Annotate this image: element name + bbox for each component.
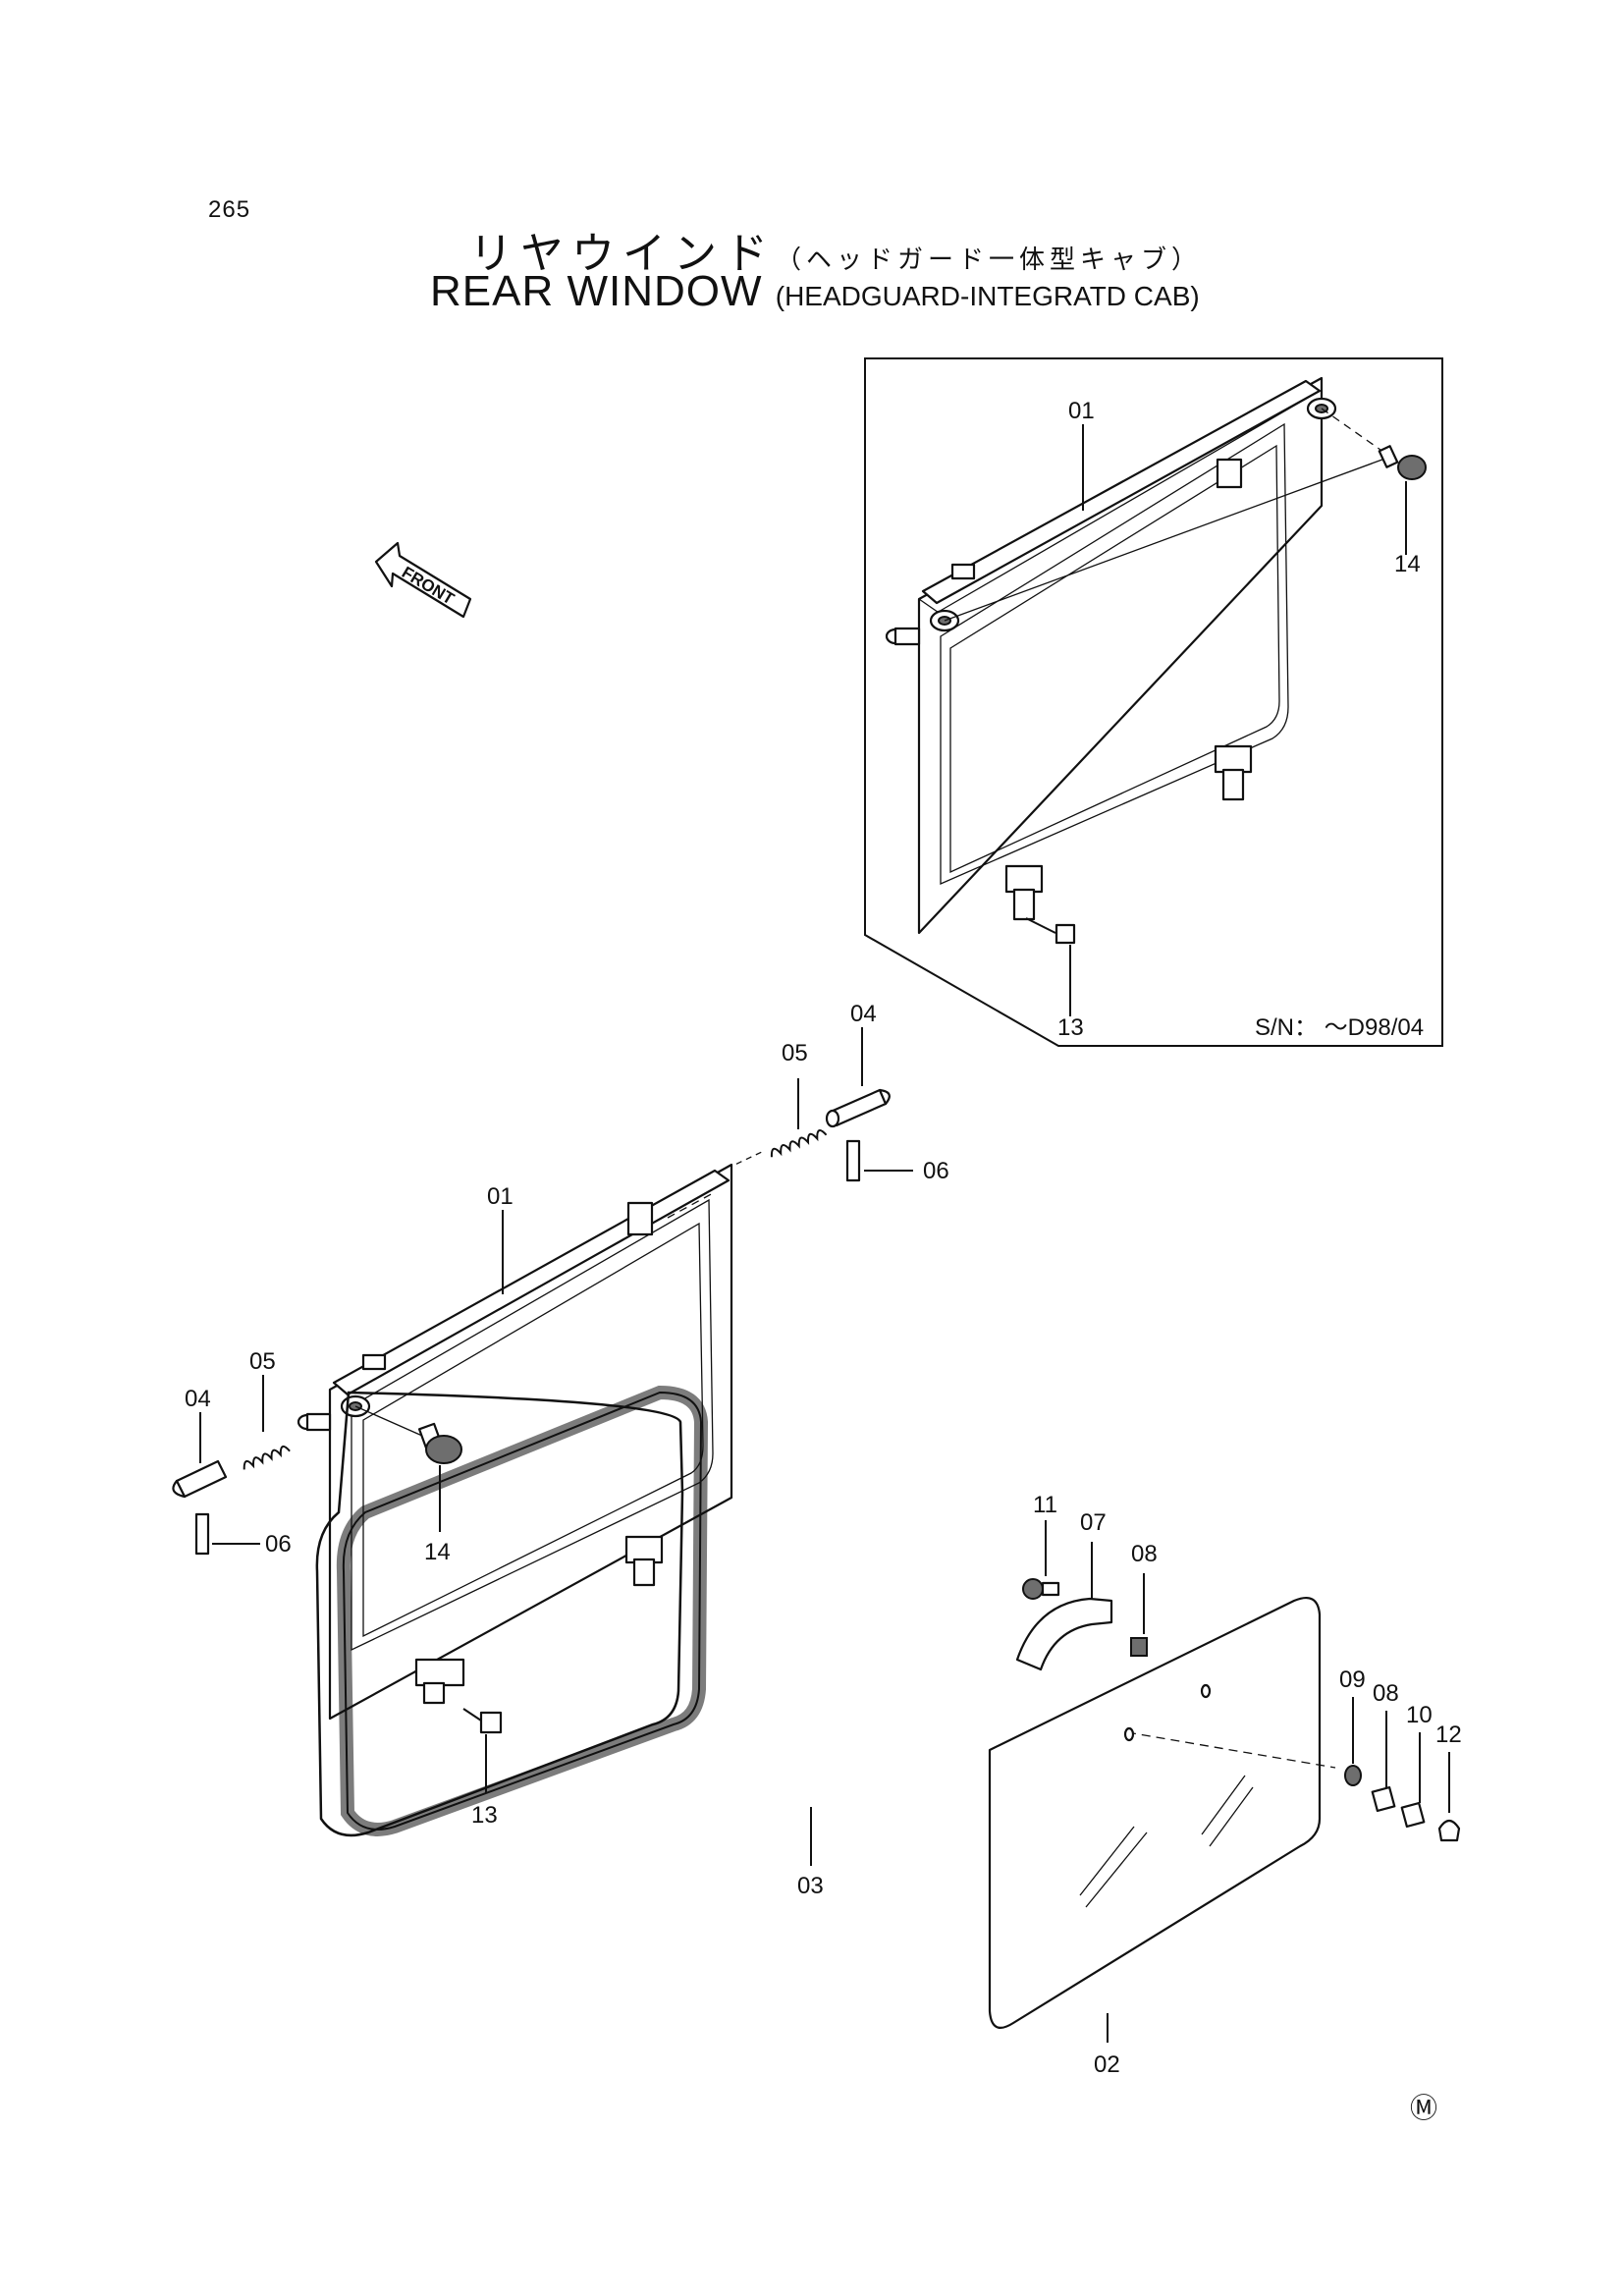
serial-number-note: S/N： ～D98/04 [1255,1014,1424,1041]
washer-part-10: 10 [1400,1702,1433,1829]
label-13-main: 13 [471,1802,498,1829]
washer-part-08-lower: 08 [1371,1680,1399,1813]
label-07-main: 07 [1080,1509,1107,1536]
inset-label-14: 14 [1394,551,1421,577]
label-01-main: 01 [487,1183,514,1210]
window-frame-part-01: 01 [297,1163,733,1721]
inset-label-01: 01 [1068,398,1095,424]
label-02-main: 02 [1094,2051,1120,2078]
label-09-main: 09 [1339,1667,1366,1693]
label-04-left: 04 [185,1386,211,1412]
inset-panel: 01 14 13 S/N： ～D98/04 [864,357,1443,1047]
right-latch-assembly: 04 05 06 [726,1001,949,1184]
title-english: REAR WINDOW (HEADGUARD-INTEGRATD CAB) [430,267,1200,316]
label-08-lower: 08 [1373,1680,1399,1707]
inset-bolt-part-13 [1025,917,1076,1016]
nut-part-09: 09 [1339,1667,1366,1786]
inset-window-frame [885,376,1391,935]
title-japanese-main: リヤウインド [469,229,776,279]
maker-mark: Ⓜ [1410,2093,1437,2123]
label-14-main: 14 [424,1539,451,1565]
label-04-right: 04 [850,1001,877,1027]
label-05-left: 05 [249,1348,276,1375]
label-11-main: 11 [1033,1492,1057,1518]
washer-part-08-upper: 08 [1130,1541,1158,1657]
inset-knob-part-14 [1378,445,1427,555]
label-12-main: 12 [1435,1722,1462,1748]
label-10-main: 10 [1406,1702,1433,1728]
label-06-right: 06 [923,1158,949,1184]
handle-part-07: 07 [1015,1509,1113,1671]
front-arrow: FRONT [374,541,472,619]
screw-part-11: 11 [1022,1492,1060,1600]
page-number: 265 [208,196,251,223]
label-03-main: 03 [797,1873,824,1899]
label-06-left: 06 [265,1531,292,1558]
title-english-sub: (HEADGUARD-INTEGRATD CAB) [775,281,1200,311]
title-japanese-sub: （ヘッドガード一体型キャブ） [776,246,1203,275]
bolt-part-13: 13 [462,1708,503,1829]
knob-part-14: 14 [354,1405,462,1565]
glass-part-02: 02 [988,1597,1336,2078]
inset-label-13: 13 [1057,1014,1084,1041]
label-05-right: 05 [782,1040,808,1066]
seal-part-03: 03 [315,1385,824,1899]
left-latch-assembly: 04 05 06 [172,1348,292,1558]
label-08-upper: 08 [1131,1541,1158,1567]
title-japanese: リヤウインド（ヘッドガード一体型キャブ） [469,218,1202,281]
title-english-main: REAR WINDOW [430,267,763,315]
cap-nut-part-12: 12 [1435,1722,1462,1842]
